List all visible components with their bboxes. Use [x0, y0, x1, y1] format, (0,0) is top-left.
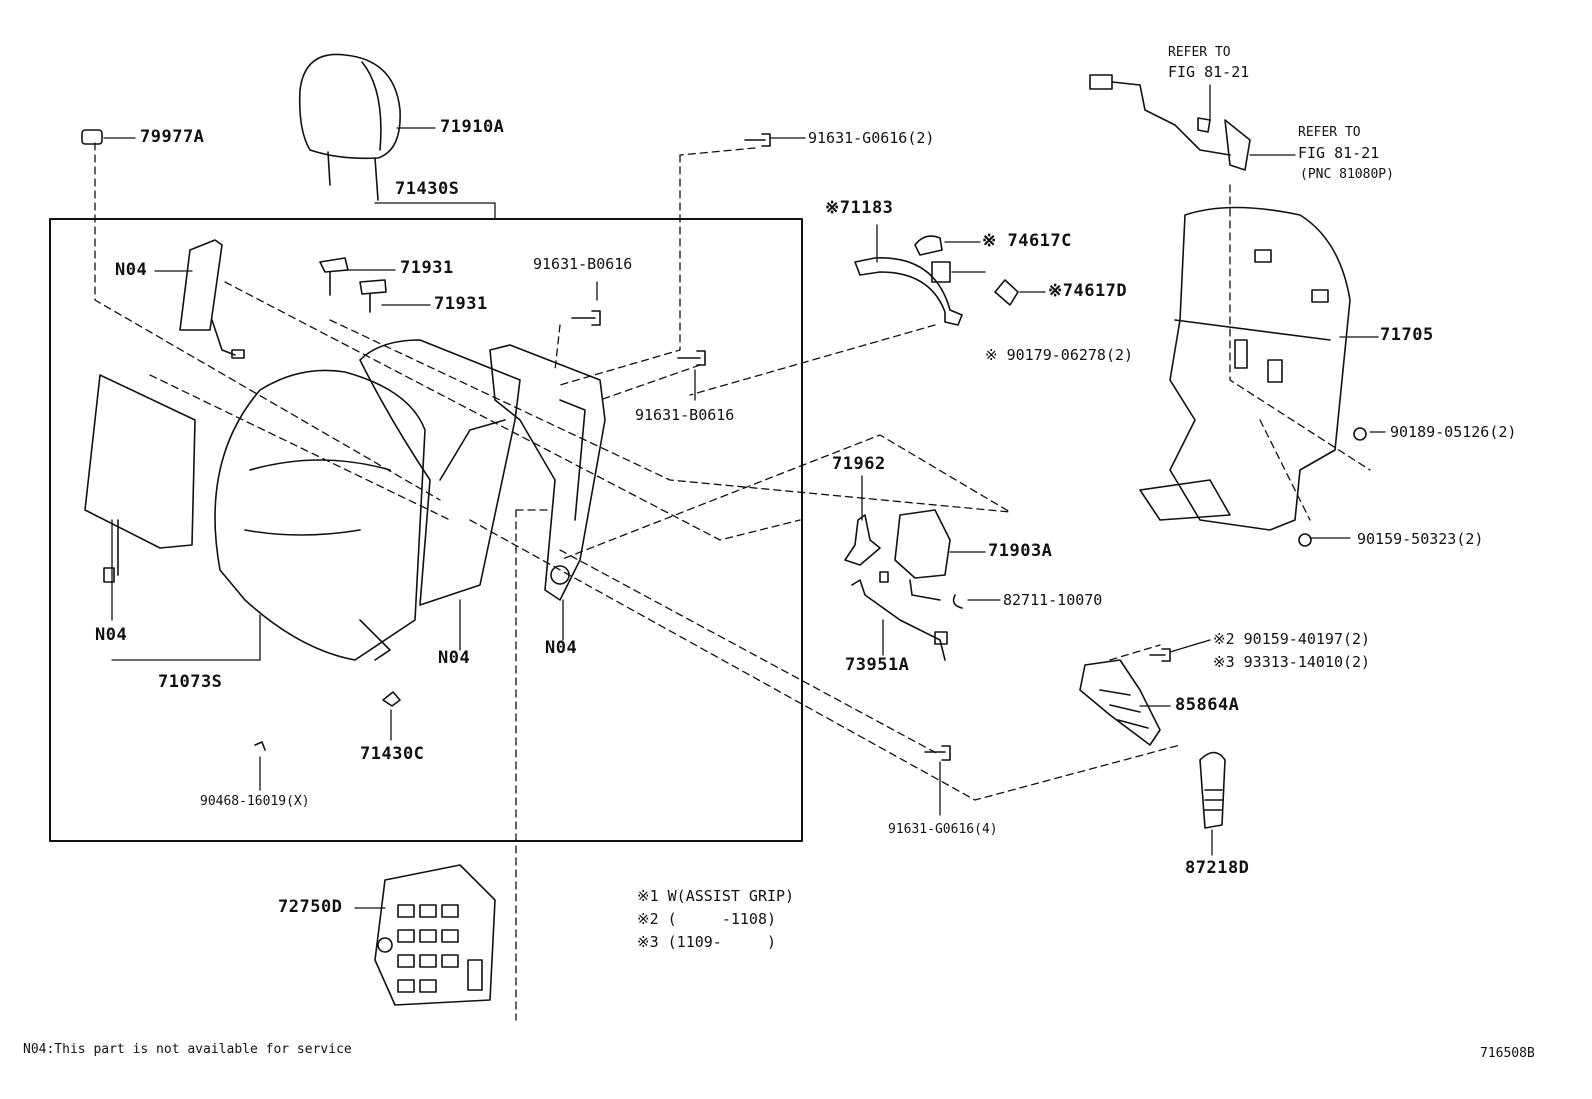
part-71705-board	[1139, 206, 1351, 531]
footer-legend: N04:This part is not available for servi…	[23, 1042, 352, 1057]
part-91631-bolts	[571, 133, 1171, 761]
part-label-90468: 90468-16019(X)	[200, 794, 310, 809]
part-label-74617D: ※74617D	[1048, 281, 1128, 301]
part-71931-guides	[319, 257, 387, 313]
part-label-71962: 71962	[832, 454, 886, 474]
note-2: ※2 ( -1108)	[637, 910, 776, 928]
part-label-74617C: ※ 74617C	[982, 231, 1072, 251]
part-label-N04-frame: N04	[545, 638, 578, 658]
part-71430C	[382, 691, 401, 707]
figure-id: 716508B	[1480, 1046, 1535, 1061]
part-label-90179: ※ 90179-06278(2)	[985, 346, 1134, 364]
part-71903A	[879, 509, 951, 601]
part-71073S-cover	[84, 369, 426, 661]
part-label-N04-pad: N04	[438, 648, 471, 668]
part-N04-airbag	[179, 239, 245, 359]
part-label-71430S: 71430S	[395, 179, 460, 199]
part-71183-grip	[854, 257, 963, 326]
part-label-90189: 90189-05126(2)	[1390, 423, 1517, 441]
refer-label-1-line1: REFER TO	[1168, 45, 1231, 60]
part-seatback-pad	[359, 339, 521, 606]
part-label-71931-b: 71931	[434, 294, 488, 314]
part-label-71073S: 71073S	[158, 672, 223, 692]
part-label-N04-cover: N04	[95, 625, 128, 645]
part-label-91631-B0616-a: 91631-B0616	[533, 255, 633, 273]
part-label-71705: 71705	[1380, 325, 1434, 345]
part-label-85864A: 85864A	[1175, 695, 1240, 715]
refer-label-2-line1: REFER TO	[1298, 125, 1361, 140]
part-74617D	[994, 279, 1019, 306]
part-73951A-cable	[851, 579, 948, 661]
part-71962	[844, 514, 881, 566]
part-label-91631-B0616-b: 91631-B0616	[635, 406, 735, 424]
part-label-71903A: 71903A	[988, 541, 1053, 561]
part-90468	[254, 741, 266, 751]
part-label-82711: 82711-10070	[1003, 591, 1103, 609]
dashed-leaders	[94, 142, 1371, 1021]
part-label-71430C: 71430C	[360, 744, 425, 764]
refer-label-1-line2: FIG 81-21	[1168, 63, 1250, 81]
part-label-71183: ※71183	[825, 198, 894, 218]
part-label-72750D: 72750D	[278, 897, 343, 917]
part-label-90159-40197: ※2 90159-40197(2)	[1213, 630, 1371, 648]
part-label-93313: ※3 93313-14010(2)	[1213, 653, 1371, 671]
part-seatback-frame	[489, 344, 606, 601]
refer-label-2-line3: (PNC 81080P)	[1300, 167, 1394, 182]
refer-label-2-line2: FIG 81-21	[1298, 144, 1380, 162]
part-72750D-lumbar	[374, 864, 496, 1006]
note-3: ※3 (1109- )	[637, 933, 776, 951]
part-label-91631-G0616-4: 91631-G0616(4)	[888, 822, 998, 837]
part-71910A-headrest	[298, 53, 401, 201]
part-85864A-duct	[1079, 659, 1161, 746]
part-90189-clip	[1353, 427, 1367, 441]
part-label-N04-airbag: N04	[115, 260, 148, 280]
part-label-71910A: 71910A	[440, 117, 505, 137]
part-label-79977A: 79977A	[140, 127, 205, 147]
part-74617C	[914, 235, 943, 256]
assembly-frame	[49, 218, 803, 842]
part-87218D-duct	[1199, 751, 1226, 829]
solid-leaders	[103, 84, 1386, 909]
part-90179	[931, 261, 951, 283]
part-label-90159-50323: 90159-50323(2)	[1357, 530, 1484, 548]
part-label-87218D: 87218D	[1185, 858, 1250, 878]
part-harness-81080P	[1089, 74, 1251, 171]
part-label-71931-a: 71931	[400, 258, 454, 278]
part-82711	[952, 594, 963, 609]
note-1: ※1 W(ASSIST GRIP)	[637, 887, 795, 905]
part-90159-clip	[1298, 533, 1312, 547]
part-79977A	[81, 129, 103, 145]
part-label-91631-G0616-2: 91631-G0616(2)	[808, 129, 935, 147]
part-label-73951A: 73951A	[845, 655, 910, 675]
